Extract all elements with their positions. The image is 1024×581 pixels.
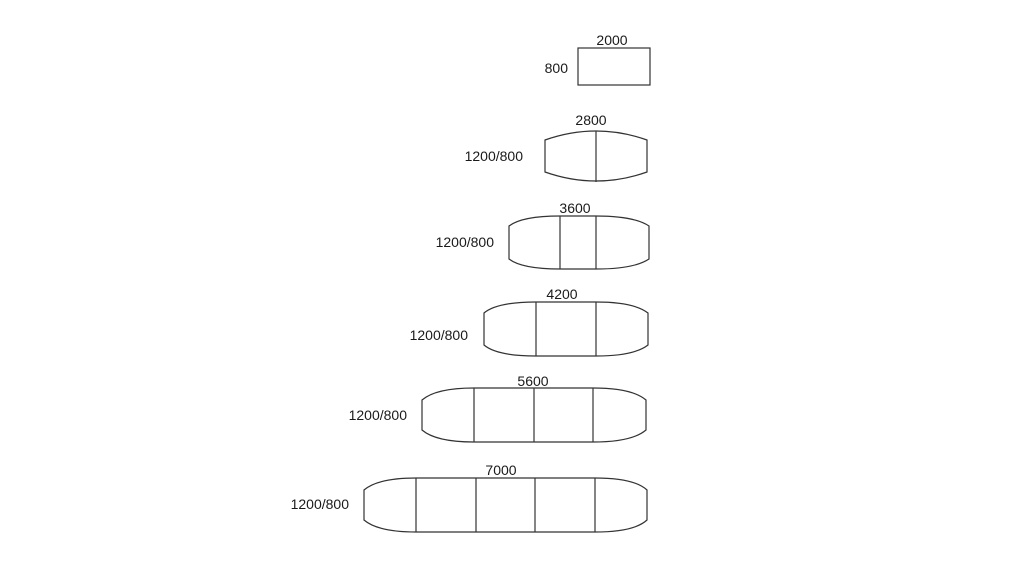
table-outline [508,215,650,270]
table-outline [421,387,647,443]
length-label: 2800 [575,112,606,128]
length-label: 3600 [559,200,590,216]
table-7000: 7000 1200/800 [291,462,648,533]
width-label: 1200/800 [349,407,408,423]
table-5600: 5600 1200/800 [349,373,647,443]
width-label: 800 [545,60,569,76]
width-label: 1200/800 [436,234,495,250]
length-label: 7000 [485,462,516,478]
table-2000: 2000 800 [545,32,651,86]
table-outline [544,130,648,182]
table-outline [577,47,651,86]
length-label: 4200 [546,286,577,302]
length-label: 5600 [517,373,548,389]
width-label: 1200/800 [291,496,350,512]
length-label: 2000 [596,32,627,48]
table-outline [483,301,649,357]
table-outline [363,477,648,533]
table-4200: 4200 1200/800 [410,286,649,357]
width-label: 1200/800 [465,148,524,164]
width-label: 1200/800 [410,327,469,343]
table-3600: 3600 1200/800 [436,200,650,270]
table-2800: 2800 1200/800 [465,112,648,182]
